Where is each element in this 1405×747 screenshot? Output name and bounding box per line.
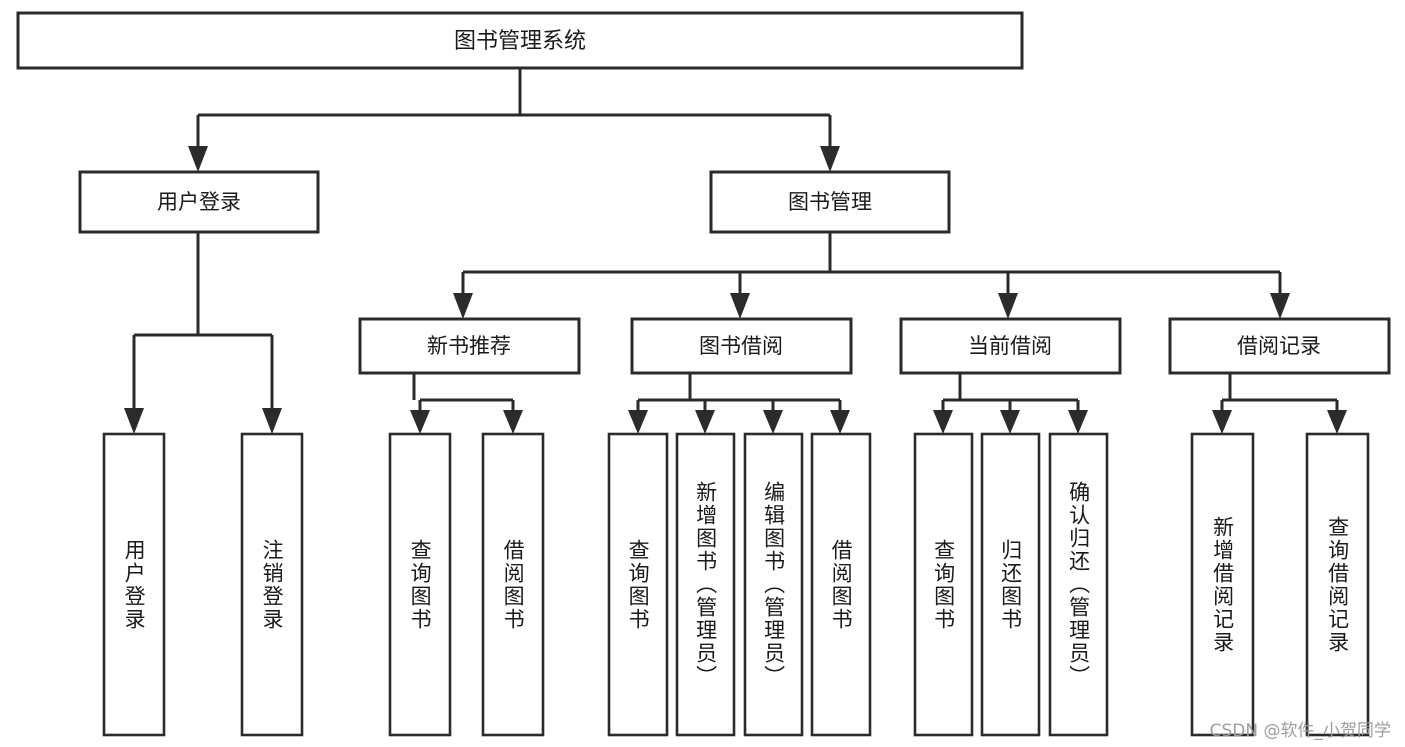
leaf-box-borrow-record-1[interactable] <box>1190 432 1255 737</box>
arrowhead-to-new-book <box>453 293 473 319</box>
node-borrow-record[interactable]: 借阅记录 <box>1168 317 1391 375</box>
leaf-box-user-login-1[interactable] <box>102 432 166 737</box>
arrowhead-currentborrow-leaf-1 <box>933 410 953 434</box>
node-book-borrow-label: 图书借阅 <box>699 334 783 358</box>
node-new-book-recommend-box[interactable] <box>358 317 581 375</box>
arrowhead-bookborrow-leaf-4 <box>830 410 850 434</box>
arrowhead-borrowrecord-leaf-1 <box>1212 410 1232 434</box>
arrowhead-newbook-leaf-2 <box>503 410 523 434</box>
leaf-box-new-book-1[interactable] <box>388 432 452 737</box>
arrowhead-currentborrow-leaf-2 <box>1000 410 1020 434</box>
arrowhead-to-user-login <box>188 146 208 172</box>
arrowhead-userlogin-leaf-1 <box>124 408 144 434</box>
arrowhead-newbook-leaf-1 <box>410 410 430 434</box>
arrowhead-to-current-borrow <box>998 293 1018 319</box>
node-root[interactable]: 图书管理系统 <box>16 11 1024 70</box>
node-borrow-record-box[interactable] <box>1168 317 1391 375</box>
node-book-borrow[interactable]: 图书借阅 <box>630 317 853 375</box>
arrowhead-currentborrow-leaf-3 <box>1068 410 1088 434</box>
node-book-manage[interactable]: 图书管理 <box>709 170 951 234</box>
leaf-box-book-borrow-4[interactable] <box>810 432 872 737</box>
arrowhead-to-borrow-record <box>1270 293 1290 319</box>
leaf-box-user-login-2[interactable] <box>240 432 304 737</box>
arrowhead-bookborrow-leaf-1 <box>628 410 648 434</box>
leaf-box-current-borrow-1[interactable] <box>913 432 974 737</box>
node-user-login[interactable]: 用户登录 <box>78 170 320 234</box>
leaf-box-current-borrow-2[interactable] <box>980 432 1041 737</box>
node-current-borrow-label: 当前借阅 <box>968 334 1052 358</box>
arrowhead-bookborrow-leaf-3 <box>763 410 783 434</box>
connector-group-user-login <box>124 232 282 434</box>
node-book-manage-box[interactable] <box>709 170 951 234</box>
leaf-box-book-borrow-2[interactable] <box>675 432 736 737</box>
node-book-borrow-box[interactable] <box>630 317 853 375</box>
node-current-borrow-box[interactable] <box>899 317 1122 375</box>
connector-group-book-borrow <box>628 373 850 434</box>
arrowhead-userlogin-leaf-2 <box>262 408 282 434</box>
connector-group-borrow-record <box>1212 373 1347 434</box>
arrowhead-bookborrow-leaf-2 <box>695 410 715 434</box>
connector-group-new-book <box>410 373 523 434</box>
node-borrow-record-label: 借阅记录 <box>1237 334 1321 358</box>
leaf-box-borrow-record-2[interactable] <box>1305 432 1370 737</box>
arrowhead-to-book-manage <box>820 146 840 172</box>
arrowhead-borrowrecord-leaf-2 <box>1327 410 1347 434</box>
leaf-box-book-borrow-1[interactable] <box>607 432 669 737</box>
watermark-text: CSDN @软件_小贺同学 <box>1209 721 1391 741</box>
leaf-box-current-borrow-3[interactable] <box>1048 432 1109 737</box>
node-root-box[interactable] <box>16 11 1024 70</box>
node-book-manage-label: 图书管理 <box>788 190 872 214</box>
connector-group-root <box>188 68 840 172</box>
connector-group-book-manage <box>453 232 1290 319</box>
node-new-book-recommend-label: 新书推荐 <box>427 334 511 358</box>
node-root-label: 图书管理系统 <box>454 29 586 54</box>
node-user-login-label: 用户登录 <box>157 190 241 214</box>
connector-group-current-borrow <box>933 373 1088 434</box>
leaf-box-book-borrow-3[interactable] <box>743 432 804 737</box>
node-current-borrow[interactable]: 当前借阅 <box>899 317 1122 375</box>
node-user-login-box[interactable] <box>78 170 320 234</box>
arrowhead-to-book-borrow <box>730 293 750 319</box>
node-new-book-recommend[interactable]: 新书推荐 <box>358 317 581 375</box>
leaf-box-new-book-2[interactable] <box>481 432 545 737</box>
